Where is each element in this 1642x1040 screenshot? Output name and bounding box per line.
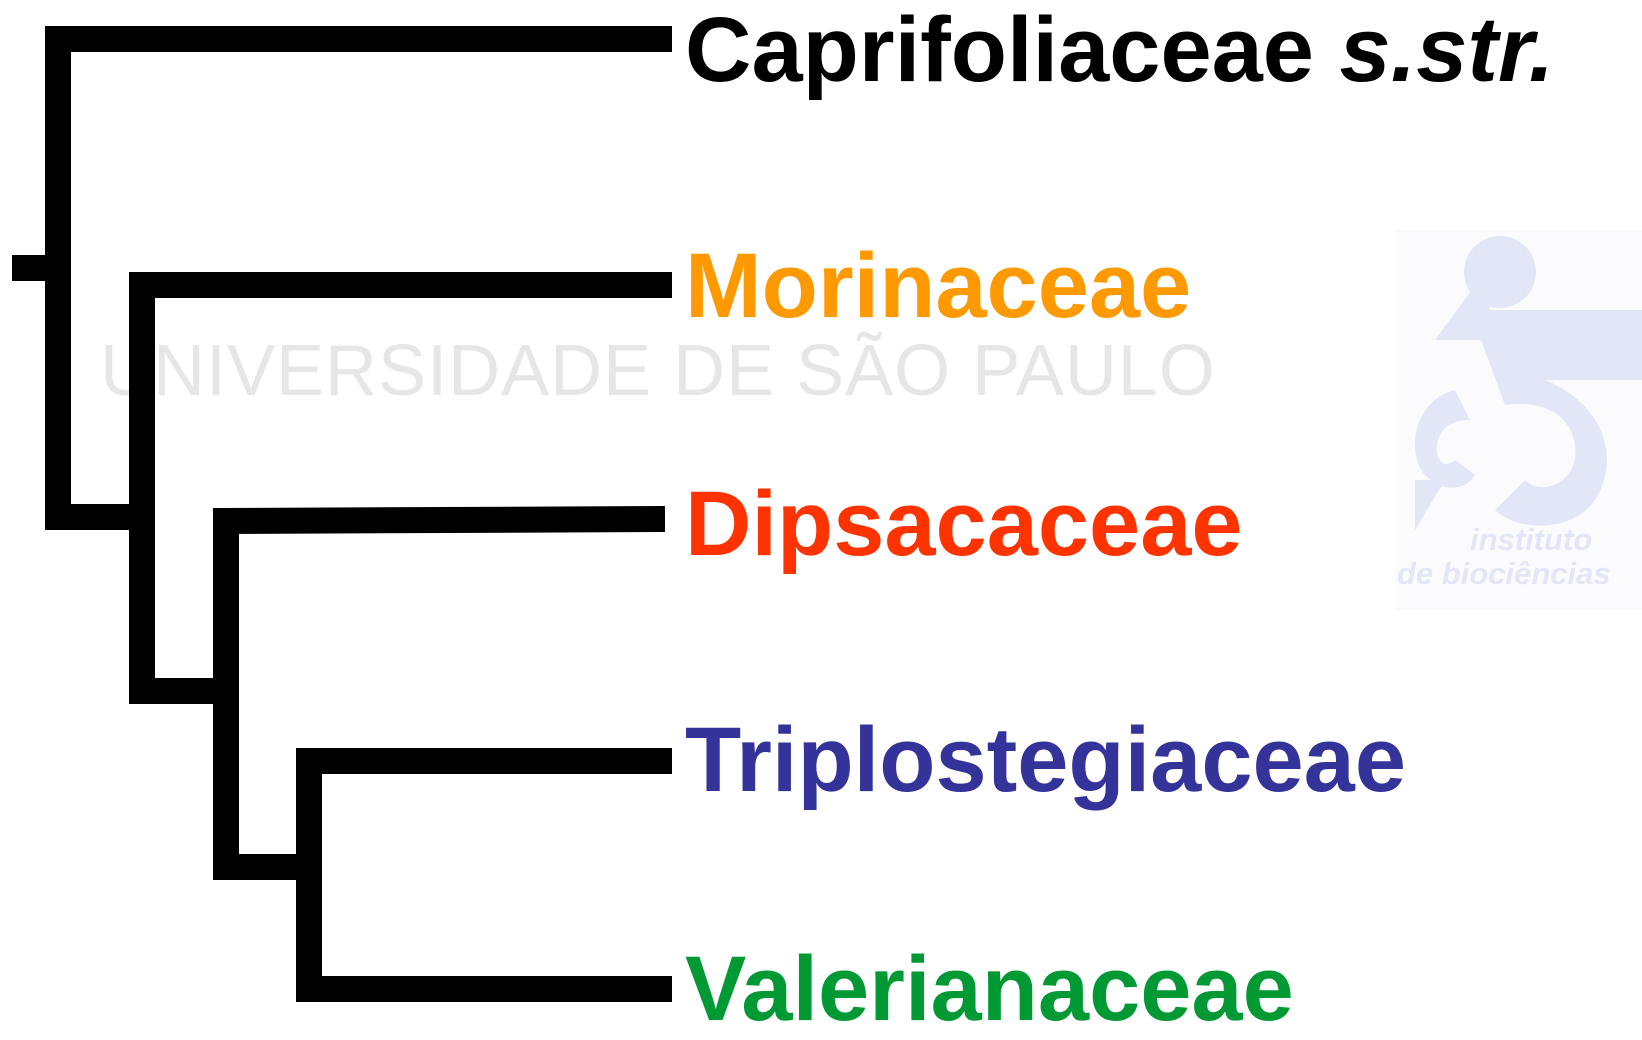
branch-dipsacaceae <box>212 506 666 534</box>
taxon-name: Valerianaceae <box>685 938 1294 1040</box>
logo-shape-foot <box>1415 480 1445 530</box>
taxon-name: Triplostegiaceae <box>685 709 1406 811</box>
taxon-valerianaceae: Valerianaceae <box>685 943 1294 1035</box>
taxon-dipsacaceae: Dipsacaceae <box>685 478 1243 570</box>
taxon-name: Morinaceae <box>685 235 1192 337</box>
taxon-morinaceae: Morinaceae <box>685 240 1191 332</box>
institute-logo: instituto de biociências <box>1395 230 1642 610</box>
logo-text-line2: de biociências <box>1397 556 1611 591</box>
logo-text-line1: instituto <box>1470 522 1593 557</box>
taxon-qualifier: s.str. <box>1339 0 1555 101</box>
taxon-caprifoliaceae: Caprifoliaceae s.str. <box>685 4 1554 96</box>
taxon-name: Caprifoliaceae <box>685 0 1314 101</box>
university-watermark: UNIVERSIDADE DE SÃO PAULO <box>100 331 1216 411</box>
taxon-triplostegiaceae: Triplostegiaceae <box>685 714 1406 806</box>
logo-shape-curve <box>1415 390 1475 488</box>
tree-branches <box>12 26 672 1002</box>
logo-graphic <box>1395 230 1642 610</box>
taxon-name: Dipsacaceae <box>685 473 1243 575</box>
logo-shape-five <box>1470 310 1642 526</box>
